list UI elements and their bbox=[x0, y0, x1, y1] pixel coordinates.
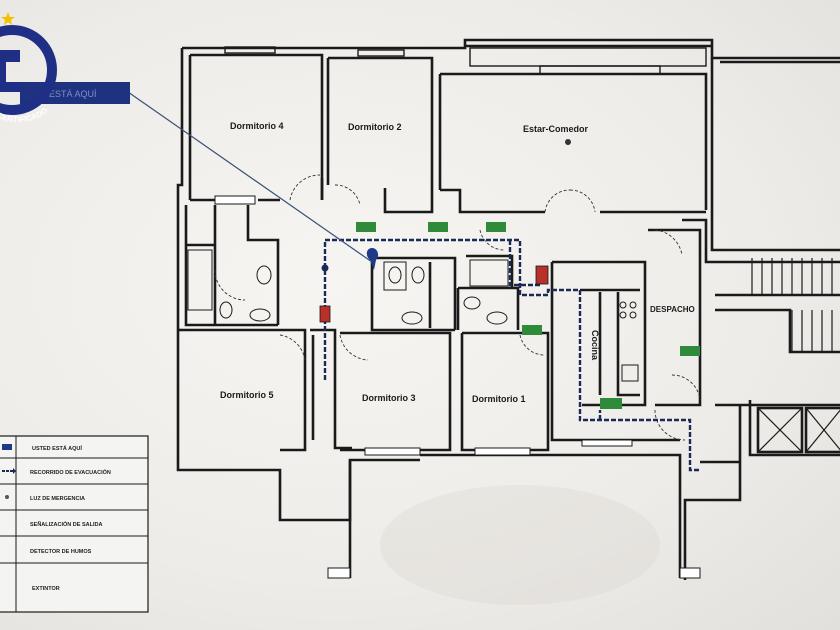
staircase bbox=[751, 258, 833, 352]
exit-sign-icon bbox=[486, 222, 506, 232]
smoke-detectors bbox=[321, 139, 571, 272]
interior-walls bbox=[182, 178, 840, 580]
room-label-dormitorio-4: Dormitorio 4 bbox=[230, 121, 284, 131]
room-label-dormitorio-2: Dormitorio 2 bbox=[348, 122, 402, 132]
legend-label-smoke-detector: DETECTOR DE HUMOS bbox=[30, 549, 92, 555]
legend-label-evacuation-route: RECORRIDO DE EVACUACIÓN bbox=[30, 468, 111, 476]
bathroom-fixtures bbox=[187, 249, 639, 382]
glare-reflection bbox=[380, 485, 660, 605]
extinguisher-icon bbox=[535, 265, 549, 285]
you-are-here-marker bbox=[366, 248, 379, 270]
exit-sign-icon bbox=[522, 325, 542, 335]
legend-label-you-are-here: USTED ESTÁ AQUÍ bbox=[32, 444, 82, 452]
outer-walls bbox=[176, 38, 840, 522]
room-label-dormitorio-1: Dormitorio 1 bbox=[472, 394, 526, 404]
exit-sign-icon bbox=[356, 222, 376, 232]
you-are-here-pointer-line bbox=[127, 91, 373, 263]
room-label-despacho: DESPACHO bbox=[650, 305, 695, 314]
evacuation-route-main bbox=[323, 238, 700, 472]
legend-label-extinguisher: EXTINTOR bbox=[32, 586, 60, 592]
exit-sign-icon bbox=[600, 398, 622, 409]
exit-signs bbox=[356, 222, 700, 409]
exit-sign-icon bbox=[680, 346, 700, 356]
extinguisher-icon bbox=[319, 305, 331, 323]
extinguishers bbox=[319, 265, 549, 323]
room-label-estar-comedor: Estar-Comedor bbox=[523, 124, 589, 134]
door-swings bbox=[214, 174, 701, 441]
star-icon bbox=[1, 12, 15, 25]
elevators bbox=[756, 406, 840, 454]
you-are-here-banner-text: D ESTÁ AQUÍ bbox=[40, 89, 97, 99]
emergency-light-icon bbox=[5, 495, 9, 499]
room-label-dormitorio-5: Dormitorio 5 bbox=[220, 390, 274, 400]
certification-badge: DE CERTIFICADO bbox=[0, 12, 57, 124]
legend-table: USTED ESTÁ AQUÍ RECORRIDO DE EVACUACIÓN … bbox=[0, 435, 149, 613]
smoke-detector-icon bbox=[321, 264, 329, 272]
room-labels: Dormitorio 4 Dormitorio 2 Estar-Comedor … bbox=[220, 121, 695, 404]
room-label-dormitorio-3: Dormitorio 3 bbox=[362, 393, 416, 403]
legend-label-exit-sign: SEÑALIZACIÓN DE SALIDA bbox=[30, 520, 102, 528]
evacuation-route bbox=[323, 238, 700, 472]
legend-label-emergency-light: LUZ DE MERGENCIA bbox=[30, 496, 85, 502]
you-are-here-icon bbox=[2, 444, 12, 450]
exit-sign-icon bbox=[428, 222, 448, 232]
room-label-cocina: Cocina bbox=[590, 330, 600, 361]
evacuation-route-branch bbox=[508, 240, 540, 287]
windows bbox=[214, 195, 701, 579]
smoke-detector-icon bbox=[565, 139, 571, 145]
evacuation-route-icon bbox=[2, 468, 16, 474]
